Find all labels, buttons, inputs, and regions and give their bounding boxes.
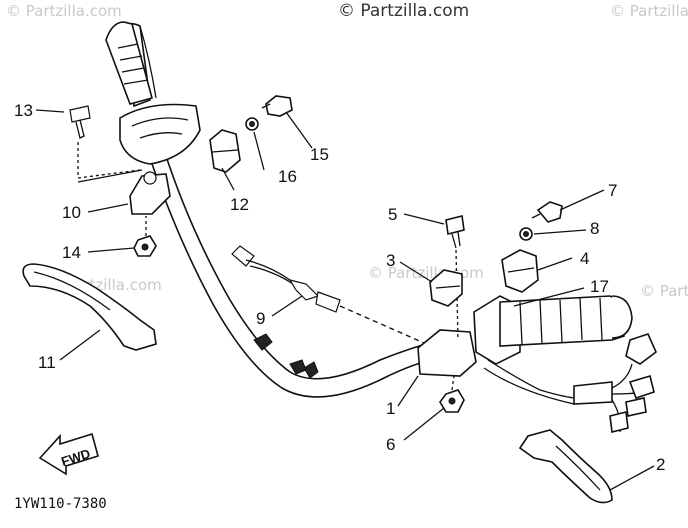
screw-7: [531, 201, 563, 223]
washer-8: [519, 227, 533, 241]
watermark-top-left: © Partzilla.com: [6, 2, 122, 20]
nut-6: [439, 375, 465, 413]
screw-15: [261, 95, 293, 117]
callout-8: 8: [590, 219, 599, 238]
nut-14: [133, 216, 157, 257]
callout-6: 6: [386, 435, 395, 454]
callout-17: 17: [590, 277, 609, 296]
callout-3: 3: [386, 251, 395, 270]
callout-11: 11: [38, 353, 56, 372]
callout-labels: 13 10 14 11 12 16 15 9 5 3 4 7 8 17 1 6 …: [14, 101, 665, 474]
left-switch-housing: [119, 103, 201, 165]
callout-13: 13: [14, 101, 33, 120]
callout-4: 4: [580, 249, 589, 268]
holder-4: [501, 249, 539, 293]
callout-12: 12: [230, 195, 249, 214]
callout-14: 14: [62, 243, 81, 262]
callout-15: 15: [310, 145, 329, 164]
holder-12: [209, 129, 241, 173]
bolt-13: [69, 105, 141, 179]
lever-2: [518, 429, 613, 504]
callout-9: 9: [256, 309, 265, 328]
watermark-top-right: © Partzilla.com: [610, 2, 688, 20]
throttle-assembly: [417, 295, 633, 405]
callout-1: 1: [386, 399, 395, 418]
washer-16: [245, 117, 259, 131]
bolt-5: [445, 215, 465, 341]
handlebar: [105, 21, 445, 398]
diagram-code: 1YW110-7380: [14, 496, 107, 512]
lever-11: [22, 263, 157, 351]
holder-3: [429, 269, 463, 307]
callout-5: 5: [388, 205, 397, 224]
watermark-mid-right: © Partzilla.com: [640, 282, 688, 300]
callout-16: 16: [278, 167, 297, 186]
clamp-10: [129, 171, 171, 215]
callout-10: 10: [62, 203, 81, 222]
switch-connector: [573, 333, 657, 433]
callout-2: 2: [656, 455, 665, 474]
leader-lines: [35, 109, 655, 491]
callout-7: 7: [608, 181, 617, 200]
fwd-arrow-icon: FWD: [38, 432, 99, 476]
cable-9: [231, 245, 441, 351]
watermark-top-center: © Partzilla.com: [338, 1, 469, 21]
